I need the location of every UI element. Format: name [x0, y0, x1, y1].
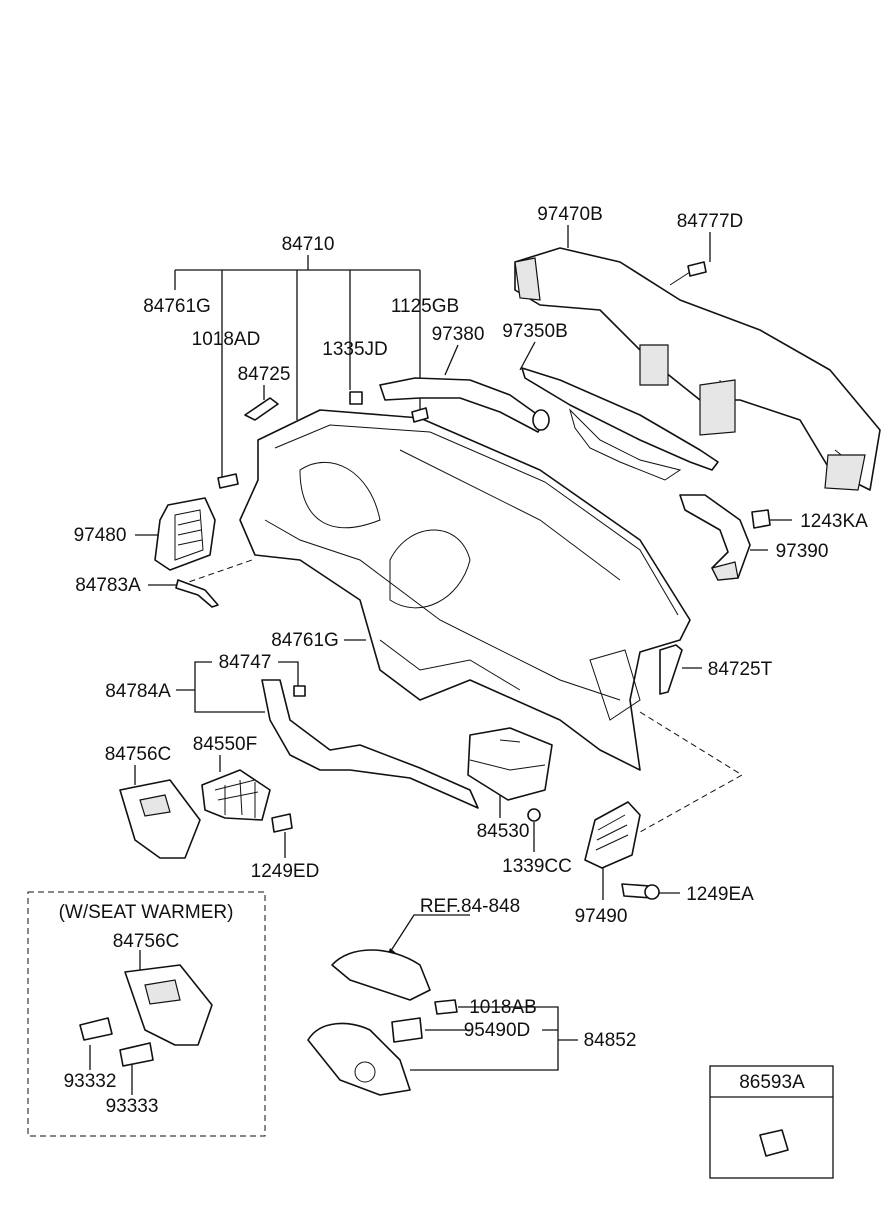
ref-note: REF.84-848 [420, 896, 520, 917]
duct-97380 [379, 377, 550, 433]
duct-97390 [679, 494, 751, 581]
bolt-84777d [669, 261, 707, 286]
bracket-97350b [521, 367, 719, 481]
label-1335jd: 1335JD [322, 339, 388, 360]
crash-pad-main [239, 409, 691, 771]
screw-1249ed [271, 813, 293, 833]
label-84550f: 84550F [193, 734, 257, 755]
part-labels: 84710 84761G 1018AD 1125GB 1335JD 97380 … [59, 204, 869, 1117]
label-84761g-mid: 84761G [271, 630, 339, 651]
screw-1125gb [411, 407, 429, 423]
cover-84784a [261, 679, 479, 809]
label-97490: 97490 [575, 906, 628, 927]
label-1125gb: 1125GB [391, 296, 459, 317]
label-97390: 97390 [776, 541, 829, 562]
label-84725: 84725 [238, 364, 291, 385]
label-1249ed: 1249ED [251, 861, 320, 882]
label-1339cc: 1339CC [502, 856, 572, 877]
label-84756c-warmer: 84756C [113, 931, 180, 952]
label-84756c: 84756C [105, 744, 172, 765]
screw-1249ea [621, 883, 660, 900]
bracket-84725t [659, 644, 683, 695]
label-1243ka: 1243KA [800, 511, 868, 532]
label-1018ab: 1018AB [469, 997, 537, 1018]
label-84784a: 84784A [105, 681, 171, 702]
vent-97480 [154, 497, 216, 571]
label-97470b: 97470B [537, 204, 603, 225]
seat-warmer-group [27, 891, 266, 1137]
label-84761g-top: 84761G [143, 296, 211, 317]
emblem-frame [709, 1065, 834, 1179]
airbag-84530 [467, 727, 553, 801]
label-84852: 84852 [584, 1030, 637, 1051]
label-84783a: 84783A [75, 575, 141, 596]
label-97480: 97480 [74, 525, 127, 546]
label-97350b: 97350B [502, 321, 568, 342]
vent-97490 [584, 801, 641, 869]
86593A-emblem-icon [759, 1129, 789, 1157]
bracket-1335jd [349, 391, 363, 405]
label-93333: 93333 [106, 1096, 159, 1117]
clip-84747 [293, 685, 306, 697]
leader-lines [89, 225, 792, 1095]
nut-1339cc [527, 808, 541, 822]
cover-84783a [175, 579, 219, 608]
label-97380: 97380 [432, 324, 485, 345]
switch-93333 [119, 1042, 154, 1067]
panel-84756c-warmer [124, 964, 213, 1046]
label-93332: 93332 [64, 1071, 117, 1092]
seat-warmer-frame [27, 891, 266, 1137]
bolt-1243ka [751, 509, 771, 529]
label-84710: 84710 [282, 234, 335, 255]
seat-warmer-title: (W/SEAT WARMER) [59, 902, 234, 923]
label-86593a: 86593A [739, 1072, 805, 1093]
label-84747: 84747 [219, 652, 272, 673]
label-95490d: 95490D [464, 1020, 531, 1041]
screw-1018ab [434, 999, 458, 1015]
shroud-upper [331, 949, 431, 1001]
label-84530: 84530 [477, 821, 530, 842]
upper-duct-97470b [514, 247, 881, 491]
box-84550f [201, 769, 271, 821]
switch-95490d [391, 1017, 423, 1043]
emblem-box [709, 1065, 834, 1179]
switch-93332 [79, 1017, 113, 1041]
screw-1018ad [217, 473, 239, 489]
label-84777d: 84777D [677, 211, 744, 232]
bracket-84725 [244, 397, 279, 421]
label-84725t: 84725T [708, 659, 773, 680]
label-1018ad: 1018AD [192, 329, 261, 350]
panel-84756c [119, 779, 201, 859]
shroud-lower [307, 1022, 411, 1096]
label-1249ea: 1249EA [686, 884, 754, 905]
